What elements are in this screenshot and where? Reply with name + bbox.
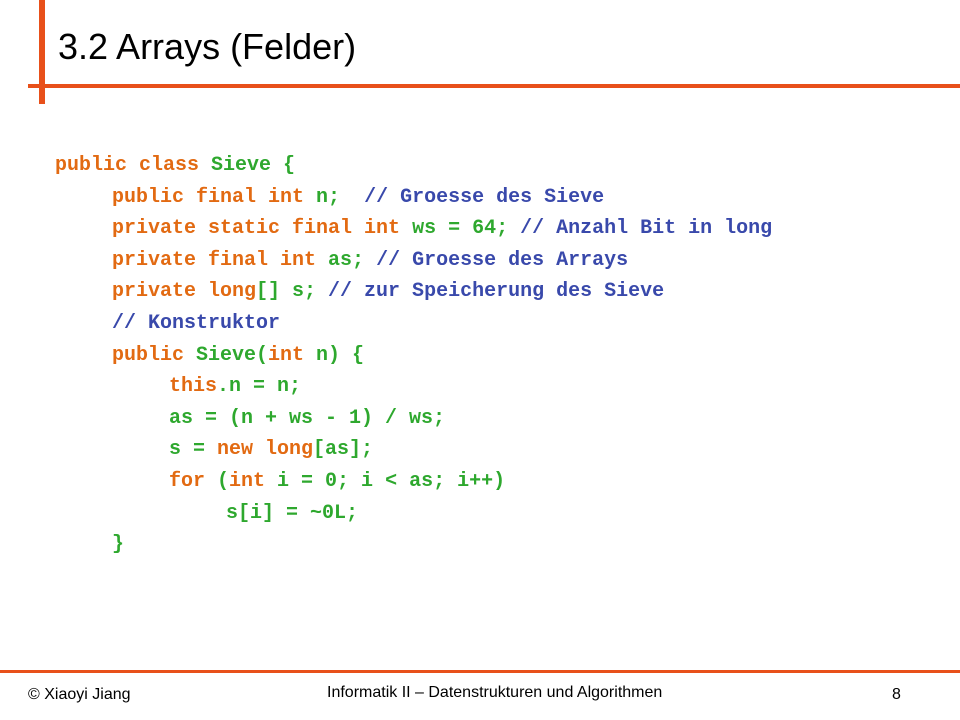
code-token: n) { — [316, 343, 365, 367]
code-line: for (int i = 0; i < as; i++) — [55, 466, 935, 498]
code-line: private static final int ws = 64; // Anz… — [55, 213, 935, 245]
code-line: public class Sieve { — [55, 150, 935, 182]
code-line: // Konstruktor — [55, 308, 935, 340]
code-token: n; — [316, 185, 365, 209]
code-line: } — [55, 529, 935, 561]
slide-title: 3.2 Arrays (Felder) — [58, 26, 357, 67]
code-token: // zur Speicherung des Sieve — [328, 280, 665, 304]
code-block: public class Sieve {public final int n; … — [55, 150, 935, 561]
code-token: ( — [217, 469, 230, 493]
code-token: for — [169, 469, 218, 493]
code-line: private long[] s; // zur Speicherung des… — [55, 276, 935, 308]
code-token: public class — [55, 154, 212, 177]
code-token: new long — [217, 438, 314, 462]
code-token: int — [268, 343, 317, 367]
code-line: public Sieve(int n) { — [55, 340, 935, 372]
code-token: int — [229, 469, 278, 493]
code-line: this.n = n; — [55, 371, 935, 403]
footer-author: © Xiaoyi Jiang — [28, 686, 131, 703]
code-token: as; — [328, 248, 377, 272]
code-token: this — [169, 375, 218, 399]
code-token: private final int — [112, 248, 329, 272]
footer-page-number: 8 — [892, 686, 901, 703]
code-token: // Konstruktor — [112, 311, 281, 335]
code-token: s[i] = ~0L; — [226, 501, 359, 525]
code-line: public final int n; // Groesse des Sieve — [55, 182, 935, 214]
footer-course-title: Informatik II – Datenstrukturen und Algo… — [327, 684, 663, 701]
code-token: // Groesse des Arrays — [376, 248, 629, 272]
code-token: ws = 64; — [412, 217, 521, 241]
code-token: private long — [112, 280, 257, 304]
code-token: [as]; — [313, 438, 374, 462]
code-token: public — [112, 343, 197, 367]
code-token: i = 0; i < as; i++) — [277, 469, 506, 493]
code-token: // Groesse des Sieve — [364, 185, 605, 209]
code-line: private final int as; // Groesse des Arr… — [55, 245, 935, 277]
code-token: private static final int — [112, 217, 413, 241]
title-accent-vertical-bar — [39, 0, 45, 104]
code-token: s = — [169, 438, 218, 462]
title-accent-horizontal-rule — [28, 84, 960, 88]
code-line: s[i] = ~0L; — [55, 498, 935, 530]
code-token: .n = n; — [217, 375, 302, 399]
code-token: Sieve { — [211, 154, 296, 177]
code-token: as = (n + ws - 1) / ws; — [169, 406, 446, 430]
footer-divider — [0, 670, 960, 673]
code-token: [] s; — [256, 280, 329, 304]
code-line: as = (n + ws - 1) / ws; — [55, 403, 935, 435]
code-line: s = new long[as]; — [55, 434, 935, 466]
code-token: } — [112, 533, 125, 557]
code-token: Sieve( — [196, 343, 269, 367]
code-token: // Anzahl Bit in long — [520, 217, 773, 241]
code-token: public final int — [112, 185, 317, 209]
